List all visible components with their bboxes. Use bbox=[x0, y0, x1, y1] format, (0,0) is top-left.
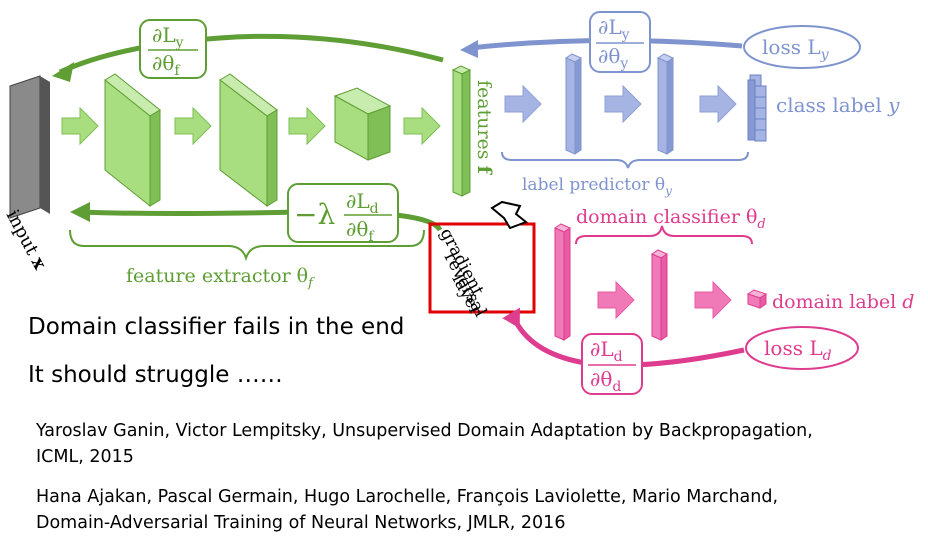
features-bar bbox=[451, 65, 472, 197]
class-label-text: class label y bbox=[776, 93, 900, 117]
class-label-output bbox=[747, 74, 767, 142]
pink-flow-arrow-1 bbox=[597, 280, 635, 320]
grad-y-arrowhead bbox=[52, 62, 74, 82]
green-flow-arrow-4 bbox=[403, 106, 441, 146]
grad-d-theta-d-box bbox=[581, 333, 643, 395]
feature-block-1 bbox=[104, 73, 161, 208]
label-predictor-brace bbox=[501, 151, 749, 169]
grad-y-theta-f-box bbox=[139, 19, 207, 79]
reference-1: Yaroslav Ganin, Victor Lempitsky, Unsupe… bbox=[36, 418, 813, 470]
neg-lambda-grad-box bbox=[287, 183, 399, 243]
gradient-reversal-layer-box bbox=[428, 222, 536, 314]
feature-extractor-text: feature extractor θf bbox=[126, 265, 315, 291]
note-line-1: Domain classifier fails in the end bbox=[28, 314, 405, 340]
grad-y-theta-y-box bbox=[589, 11, 651, 73]
neg-lambda-num: ∂Ld bbox=[346, 189, 379, 217]
grad-y-den-f: ∂θf bbox=[152, 51, 181, 79]
domain-classifier-bar-1 bbox=[553, 223, 572, 341]
loss-d-ellipse bbox=[745, 326, 859, 370]
reference-2-line-1: Hana Ajakan, Pascal Germain, Hugo Laroch… bbox=[36, 487, 779, 507]
features-label: features f bbox=[473, 80, 495, 176]
blue-flow-arrow-1 bbox=[504, 84, 542, 124]
reference-2: Hana Ajakan, Pascal Germain, Hugo Laroch… bbox=[36, 484, 778, 536]
green-flow-arrow-3 bbox=[288, 106, 326, 146]
domain-classifier-text: domain classifier θd bbox=[576, 206, 766, 232]
feature-block-2 bbox=[219, 73, 278, 208]
grad-y-num-f: ∂Ly bbox=[152, 23, 184, 51]
reference-2-line-2: Domain-Adversarial Training of Neural Ne… bbox=[36, 513, 566, 533]
domain-classifier-bar-2 bbox=[650, 249, 669, 341]
reference-1-line-1: Yaroslav Ganin, Victor Lempitsky, Unsupe… bbox=[36, 421, 813, 441]
domain-label-cube bbox=[746, 289, 768, 309]
reference-1-line-2: ICML, 2015 bbox=[36, 447, 134, 467]
label-predictor-bar-2 bbox=[656, 53, 675, 155]
blue-flow-arrow-2 bbox=[604, 84, 642, 124]
feature-block-3 bbox=[333, 87, 392, 161]
label-predictor-bar-1 bbox=[564, 53, 583, 155]
grad-d-den: ∂θd bbox=[590, 367, 621, 395]
domain-label-text: domain label d bbox=[772, 291, 914, 313]
neg-lambda-prefix: −λ bbox=[294, 198, 335, 231]
loss-y-label: loss Ly bbox=[762, 35, 830, 63]
feature-extractor-brace bbox=[69, 229, 425, 262]
note-line-2: It should struggle …… bbox=[28, 362, 283, 388]
loss-d-label: loss Ld bbox=[764, 336, 832, 364]
blue-flow-arrow-3 bbox=[699, 84, 737, 124]
label-predictor-text: label predictor θy bbox=[522, 175, 672, 198]
grad-d-num: ∂Ld bbox=[590, 337, 623, 365]
green-flow-arrow-2 bbox=[174, 106, 212, 146]
grad-y-num-y: ∂Ly bbox=[598, 15, 630, 43]
grad-y-den-y: ∂θy bbox=[598, 44, 628, 72]
domain-classifier-brace bbox=[575, 225, 753, 245]
loss-y-ellipse bbox=[743, 25, 861, 69]
grad-d-reversed-arrowhead bbox=[70, 202, 90, 222]
neg-lambda-den: ∂θf bbox=[346, 217, 375, 245]
grad-y-arrow-top bbox=[58, 33, 444, 75]
loss-d-backprop-arrowhead bbox=[502, 307, 520, 329]
pink-flow-arrow-2 bbox=[694, 280, 732, 320]
loss-y-backprop-arrowhead bbox=[460, 40, 478, 58]
input-slab bbox=[9, 75, 50, 219]
input-label: input x bbox=[2, 206, 51, 273]
grl-indicator-arrow bbox=[490, 200, 528, 230]
green-flow-arrow-1 bbox=[61, 106, 99, 146]
